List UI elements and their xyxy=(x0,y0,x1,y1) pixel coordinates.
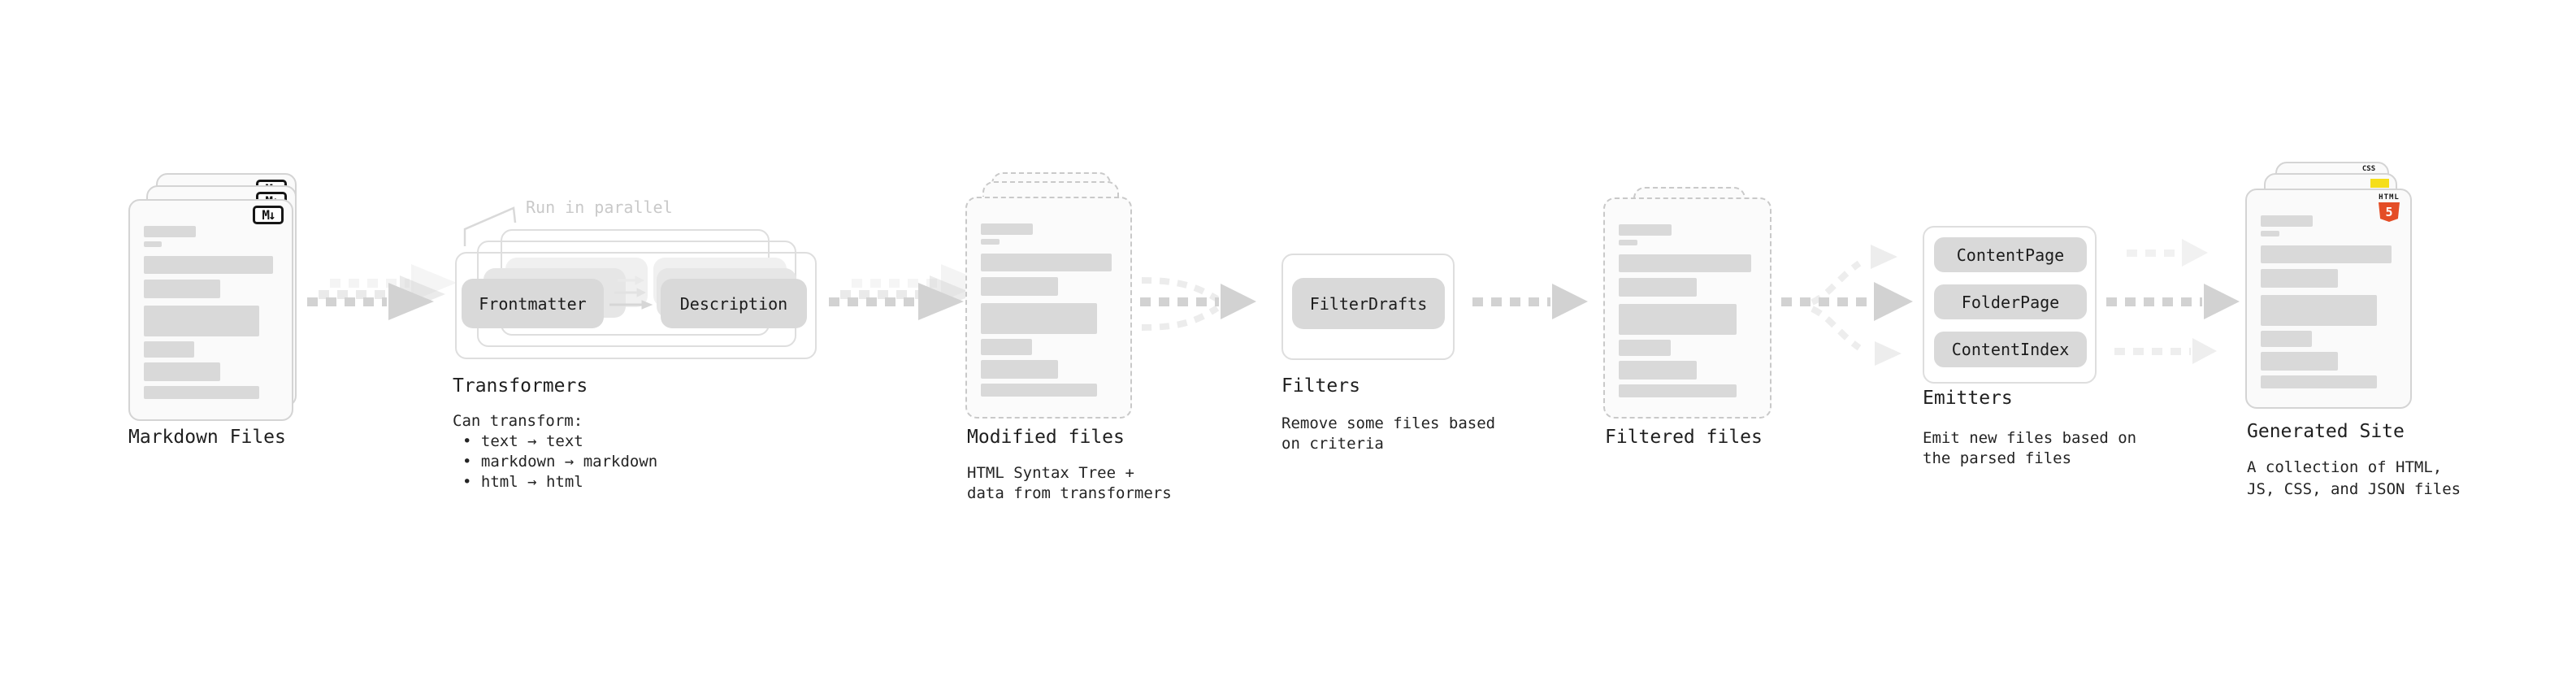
placeholder-bar xyxy=(981,254,1112,271)
html5-shield: 5 xyxy=(2379,202,2400,222)
emitters-label: Emitters xyxy=(1923,388,2013,409)
placeholder-bar xyxy=(2261,269,2338,288)
placeholder-bar xyxy=(144,386,259,399)
placeholder-bar xyxy=(2261,295,2378,326)
caption-line: • markdown → markdown xyxy=(462,453,658,471)
emitter-contentpage-pill: ContentPage xyxy=(1934,237,2087,272)
generated-site-label: Generated Site xyxy=(2247,421,2405,442)
parallel-arrows-icon xyxy=(609,275,653,310)
filters-caption: Remove some files based on criteria xyxy=(1281,414,1495,454)
caption-line: data from transformers xyxy=(967,484,1172,502)
emitters-caption: Emit new files based on the parsed files xyxy=(1923,428,2136,469)
transformer-description-pill: Description xyxy=(661,279,807,328)
callout-leader-line xyxy=(463,206,517,246)
caption-line: A collection of HTML, xyxy=(2247,458,2443,476)
transformer-frontmatter-pill: Frontmatter xyxy=(462,279,604,328)
placeholder-bar xyxy=(2261,231,2279,236)
placeholder-bar xyxy=(1619,254,1751,272)
generated-file-card-html: HTML 5 xyxy=(2245,189,2412,409)
caption-line: Emit new files based on xyxy=(1923,429,2137,447)
markdown-file-card-front: M↓ xyxy=(128,199,293,421)
caption-line: Remove some files based xyxy=(1281,414,1496,432)
fan-in-curves xyxy=(1141,277,1220,331)
markdown-icon-glyph: M↓ xyxy=(262,207,275,223)
placeholder-bar xyxy=(981,239,1000,245)
placeholder-bar xyxy=(1619,384,1737,397)
filters-label: Filters xyxy=(1281,375,1360,397)
placeholder-bar xyxy=(981,223,1034,235)
filter-drafts-pill: FilterDrafts xyxy=(1292,278,1445,329)
filtered-files-label: Filtered files xyxy=(1605,427,1763,448)
emitters-container xyxy=(1923,226,2097,384)
placeholder-bar xyxy=(144,341,194,358)
generated-site-caption: A collection of HTML, JS, CSS, and JSON … xyxy=(2247,457,2461,501)
document-placeholder-lines xyxy=(981,223,1112,397)
placeholder-bar xyxy=(2261,375,2378,388)
placeholder-bar xyxy=(144,306,259,336)
emitter-contentindex-pill: ContentIndex xyxy=(1934,332,2087,367)
placeholder-bar xyxy=(144,256,273,274)
caption-line: on criteria xyxy=(1281,435,1384,453)
caption-line: Can transform: xyxy=(453,412,583,430)
placeholder-bar xyxy=(144,226,196,237)
markdown-files-label: Markdown Files xyxy=(128,427,286,448)
transformers-caption: Can transform: • text → text • markdown … xyxy=(453,411,657,492)
javascript-icon xyxy=(2370,179,2389,188)
placeholder-bar xyxy=(981,360,1058,379)
placeholder-bar xyxy=(1619,340,1671,356)
caption-line: JS, CSS, and JSON files xyxy=(2247,480,2461,498)
html5-icon: HTML 5 xyxy=(2377,193,2401,222)
placeholder-bar xyxy=(2261,331,2312,347)
placeholder-bar xyxy=(1619,361,1698,380)
markdown-icon: M↓ xyxy=(253,206,284,224)
transformers-label: Transformers xyxy=(453,375,588,397)
html5-number: 5 xyxy=(2385,205,2393,219)
run-in-parallel-note: Run in parallel xyxy=(526,197,673,217)
html5-icon-label: HTML xyxy=(2379,193,2400,202)
modified-files-caption: HTML Syntax Tree + data from transformer… xyxy=(967,463,1172,504)
caption-line: • text → text xyxy=(462,432,583,450)
placeholder-bar xyxy=(2261,215,2314,227)
placeholder-bar xyxy=(2261,245,2392,263)
caption-line: HTML Syntax Tree + xyxy=(967,464,1134,482)
placeholder-bar xyxy=(1619,304,1737,335)
placeholder-bar xyxy=(1619,240,1637,245)
transformer-layer-front xyxy=(455,252,817,359)
placeholder-bar xyxy=(1619,224,1672,236)
caption-line: the parsed files xyxy=(1923,449,2072,467)
placeholder-bar xyxy=(144,241,163,247)
placeholder-bar xyxy=(1619,278,1698,297)
placeholder-bar xyxy=(981,277,1058,296)
placeholder-bar xyxy=(144,280,220,298)
modified-file-card-front xyxy=(965,197,1132,419)
filters-container xyxy=(1281,254,1455,360)
document-placeholder-lines xyxy=(144,226,273,399)
placeholder-bar xyxy=(981,384,1098,397)
css-icon-label: CSS xyxy=(2361,165,2376,173)
placeholder-bar xyxy=(144,362,220,381)
document-placeholder-lines xyxy=(2261,215,2392,388)
emitter-folderpage-pill: FolderPage xyxy=(1934,284,2087,319)
caption-line: • html → html xyxy=(462,473,583,491)
placeholder-bar xyxy=(981,339,1032,355)
placeholder-bar xyxy=(2261,352,2338,371)
document-placeholder-lines xyxy=(1619,224,1751,397)
placeholder-bar xyxy=(981,303,1098,334)
filtered-file-card-front xyxy=(1603,197,1772,419)
modified-files-label: Modified files xyxy=(967,427,1125,448)
